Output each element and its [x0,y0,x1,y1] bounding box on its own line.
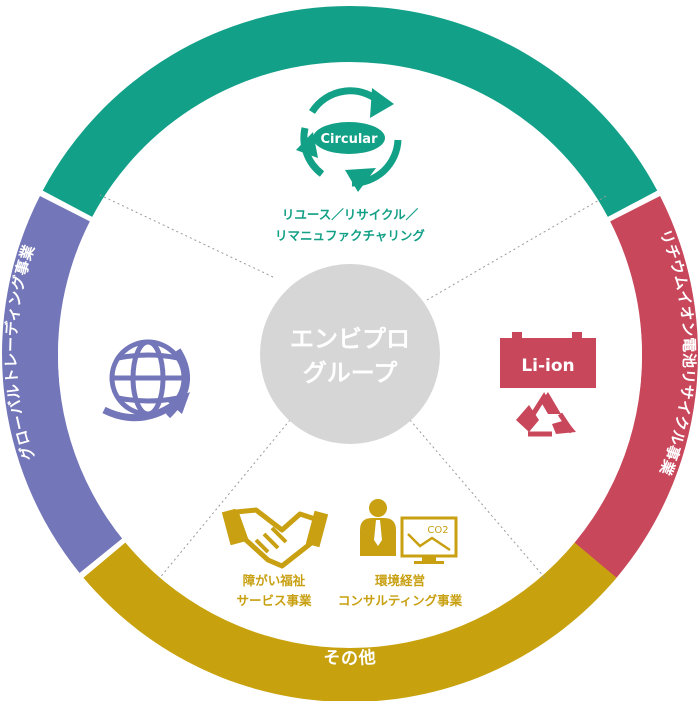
welfare-caption-line-2: サービス事業 [236,593,312,608]
globe-icon [102,339,190,422]
segment-dividers [99,194,607,581]
divider-top-left [99,194,274,278]
segment-bottom-title: その他 [323,647,378,669]
segment-left-arc [1,196,124,574]
welfare-caption-line-1: 障がい福祉 [243,573,306,588]
liion-battery-icon: Li-ion [500,332,596,388]
circular-caption-line-2: リマニュファクチャリング [275,228,425,243]
segment-top-arc [42,6,658,217]
env-caption-line-1: 環境経営 [375,573,425,588]
center-line-1: エンビプロ [290,325,410,353]
co2-screen-icon: CO2 [400,516,458,564]
segment-right-arc [570,196,698,583]
center-line-2: グループ [303,359,399,387]
circular-icon-label: Circular [320,132,378,147]
consultant-icon [360,499,396,556]
circular-icon: Circular [296,87,402,192]
env-caption-line-2: コンサルティング事業 [338,593,463,608]
recycle-icon [516,392,576,437]
segment-bottom-arc [83,541,617,702]
center-circle [260,264,440,444]
handshake-icon [221,507,329,569]
liion-icon-label: Li-ion [521,356,574,376]
co2-screen-label: CO2 [427,525,448,536]
circular-caption-line-1: リユース／リサイクル／ [282,207,419,222]
